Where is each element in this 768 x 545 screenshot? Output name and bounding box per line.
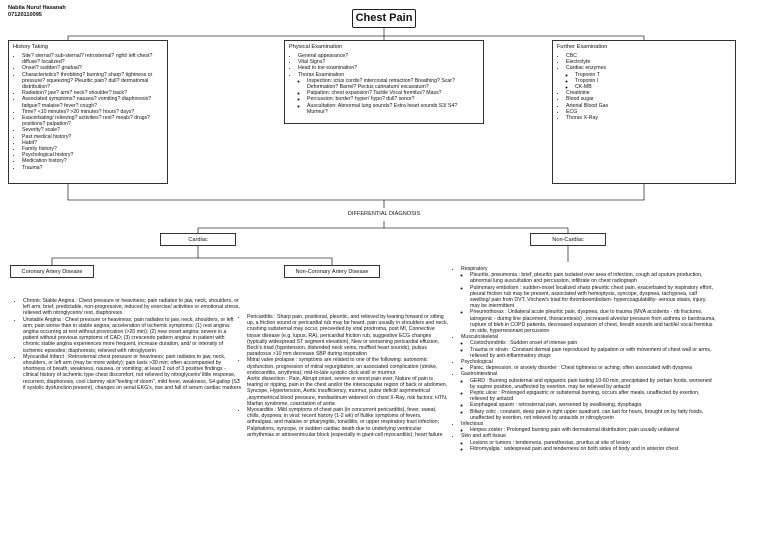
exam-heading: Physical Examination [289, 44, 343, 50]
author-id: 07120110095 [8, 12, 42, 18]
cardiac-node: Cardiac [160, 233, 236, 246]
list-item: Aortic dissection : Pain, Abrupt onset, … [247, 376, 448, 407]
list-item: Auscultation: Abnormal lung sounds? Extr… [307, 103, 479, 115]
page-title: Chest Pain [352, 9, 416, 28]
list-item: Panic, depression, or anxiety disorder :… [470, 365, 716, 371]
list-item: Exacerbating/ relieving? activities? res… [22, 115, 163, 127]
list-item: Pericarditis : Sharp pain, positional, p… [247, 314, 448, 357]
category-respiratory: Respiratory Pleuritis, pneumonia : brief… [461, 266, 716, 334]
physical-exam-box: Physical Examination General appearance?… [284, 40, 484, 124]
list-item: Inspection: ictus cordis? intercostal re… [307, 78, 479, 90]
category-infectious: Infectious Herpes zoster : Prolonged bur… [461, 421, 716, 433]
list-item: Thorax X-Ray [566, 115, 731, 121]
list-item: Palpation: chest expansion? Tactile Voca… [307, 90, 479, 96]
further-list: CBC Electrolyte Cardiac enzymes Troponin… [557, 53, 731, 121]
list-item: Onset? sudden? gradual? [22, 65, 163, 71]
cad-list: Chronic Stable Angina : Chest pressure o… [14, 298, 242, 391]
category-gastrointestinal: Gastrointestinal GERD : Burning substern… [461, 371, 716, 421]
list-item: General appearance? [298, 53, 479, 59]
further-heading: Further Examination [557, 44, 608, 50]
non-cardiac-details: Respiratory Pleuritis, pneumonia : brief… [452, 266, 716, 452]
author-name: Nabila Nurul Hasanah [8, 5, 66, 11]
list-item: Myocardial Infarct : Retrosternal chest … [23, 354, 242, 391]
list-item: Time? <10 minutes? >20 minutes? hours? d… [22, 109, 163, 115]
list-item: Creatinine [566, 90, 731, 96]
list-item: Pleuritis, pneumonia : brief, pleuritic … [470, 272, 716, 284]
list-item: Medication history? [22, 158, 163, 164]
non-cad-list: Pericarditis : Sharp pain, positional, p… [238, 314, 448, 438]
list-item: Troponin T [575, 72, 731, 78]
further-exam-box: Further Examination CBC Electrolyte Card… [552, 40, 736, 184]
list-item: Associated symptoms? nausea? vomiting? d… [22, 96, 163, 108]
list-item: CBC [566, 53, 731, 59]
cad-details: Chronic Stable Angina : Chest pressure o… [14, 298, 242, 391]
thorax-list: Inspection: ictus cordis? intercostal re… [298, 78, 479, 115]
non-cardiac-node: Non-Cardiac [530, 233, 606, 246]
list-item: ECG [566, 109, 731, 115]
category-psychological: Psychological Panic, depression, or anxi… [461, 359, 716, 371]
list-item: Arterial Blood Gas [566, 103, 731, 109]
list-item: Biliary colic : constant, deep pain in r… [470, 409, 716, 421]
history-list: Site? sternal? sub-sternal? retrosternal… [13, 53, 163, 171]
author-info: Nabila Nurul Hasanah 07120110095 [8, 5, 66, 19]
list-item: CK-MB [575, 84, 731, 90]
list-item: Past medical history? [22, 134, 163, 140]
history-taking-box: History Taking Site? sternal? sub-sterna… [8, 40, 168, 184]
list-item: Radiation? jaw? arm? neck? shoulder? bac… [22, 90, 163, 96]
enzyme-list: Troponin T Troponin I CK-MB [566, 72, 731, 91]
history-heading: History Taking [13, 44, 49, 50]
exam-list: General appearance? Vital Signs? Head to… [289, 53, 479, 115]
list-item: Mitral valve prolapse : symptoms are rel… [247, 357, 448, 376]
list-item: Trauma? [22, 165, 163, 171]
list-item: Characteristics? throbbing? burning? sha… [22, 72, 163, 91]
list-item: Severity? scale? [22, 127, 163, 133]
list-item: Vital Signs? [298, 59, 479, 65]
non-cardiac-list: Respiratory Pleuritis, pneumonia : brief… [452, 266, 716, 452]
category-skin-soft-tissue: Skin and soft tissue Lesions or tumors :… [461, 433, 716, 452]
list-item: Head to toe examination? [298, 65, 479, 71]
list-item: Lesions or tumors : tenderness, paresthe… [470, 440, 716, 446]
list-item: Unstable Angina : Chest pressure or heav… [23, 317, 242, 354]
non-cad-details: Pericarditis : Sharp pain, positional, p… [238, 314, 448, 438]
list-item: Habit? [22, 140, 163, 146]
category-musculoskeletal: Musculoskeletal Costochondritis : Sudden… [461, 334, 716, 359]
list-item: Percussion: border? hyper/ hypo? dull? s… [307, 96, 479, 102]
list-item: Esophageal spasm : retrosternal pain, wo… [470, 402, 716, 408]
list-item: Thorax Examination Inspection: ictus cor… [298, 72, 479, 115]
differential-diagnosis-label: DIFFERENTIAL DIAGNOSIS [334, 208, 434, 221]
non-cad-node: Non-Coronary Artery Disease [284, 265, 380, 278]
list-item: Chronic Stable Angina : Chest pressure o… [23, 298, 242, 317]
cad-node: Coronary Artery Disease [10, 265, 94, 278]
list-item: Site? sternal? sub-sternal? retrosternal… [22, 53, 163, 65]
list-item: Pneumothorax : Unilateral acute pleuriti… [470, 309, 716, 334]
list-item: Pulmonary embolism : sudden-onset locali… [470, 285, 716, 310]
list-item: Myocarditis : Mild symptoms of chest pai… [247, 407, 448, 438]
list-item: GERD : Burning substernal and epigastric… [470, 378, 716, 390]
list-item: Trauma or strain : Constant dermal pain … [470, 347, 716, 359]
list-item: Blood sugar [566, 96, 731, 102]
list-item: Psychological history? [22, 152, 163, 158]
list-item: Peptic ulcer : Prolonged epigastric or s… [470, 390, 716, 402]
list-item: Family history? [22, 146, 163, 152]
list-item: Fibromyalgia : widespread pain and tende… [470, 446, 716, 452]
list-item: Herpes zoster : Prolonged burning pain w… [470, 427, 716, 433]
list-item: Electrolyte [566, 59, 731, 65]
list-item: Troponin I [575, 78, 731, 84]
list-item: Cardiac enzymes Troponin T Troponin I CK… [566, 65, 731, 90]
list-item: Costochondritis : Sudden onset of intens… [470, 340, 716, 346]
